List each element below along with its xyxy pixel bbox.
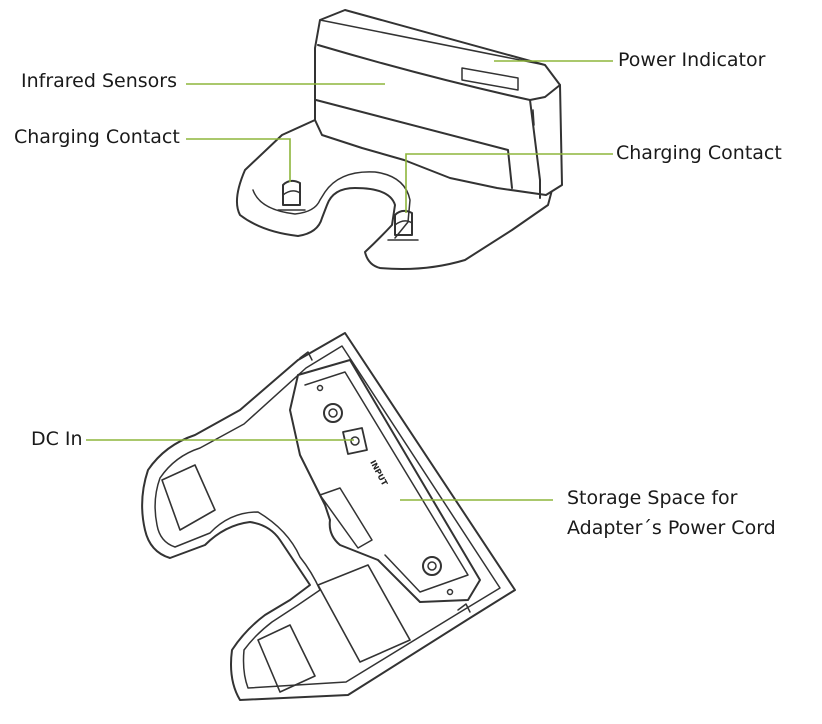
label-charging-contact-right: Charging Contact — [616, 142, 782, 164]
charging-dock-bottom-view — [141, 332, 516, 701]
leader-charging-contact-left — [186, 138, 291, 182]
label-power-indicator: Power Indicator — [618, 49, 766, 71]
charging-dock-top-view — [235, 9, 563, 270]
label-charging-contact-left: Charging Contact — [14, 126, 180, 148]
leader-charging-contact-right — [405, 153, 613, 213]
label-dc-in: DC In — [31, 428, 83, 450]
label-storage-space: Storage Space for Adapter´s Power Cord — [567, 487, 776, 539]
label-infrared-sensors: Infrared Sensors — [21, 70, 177, 92]
